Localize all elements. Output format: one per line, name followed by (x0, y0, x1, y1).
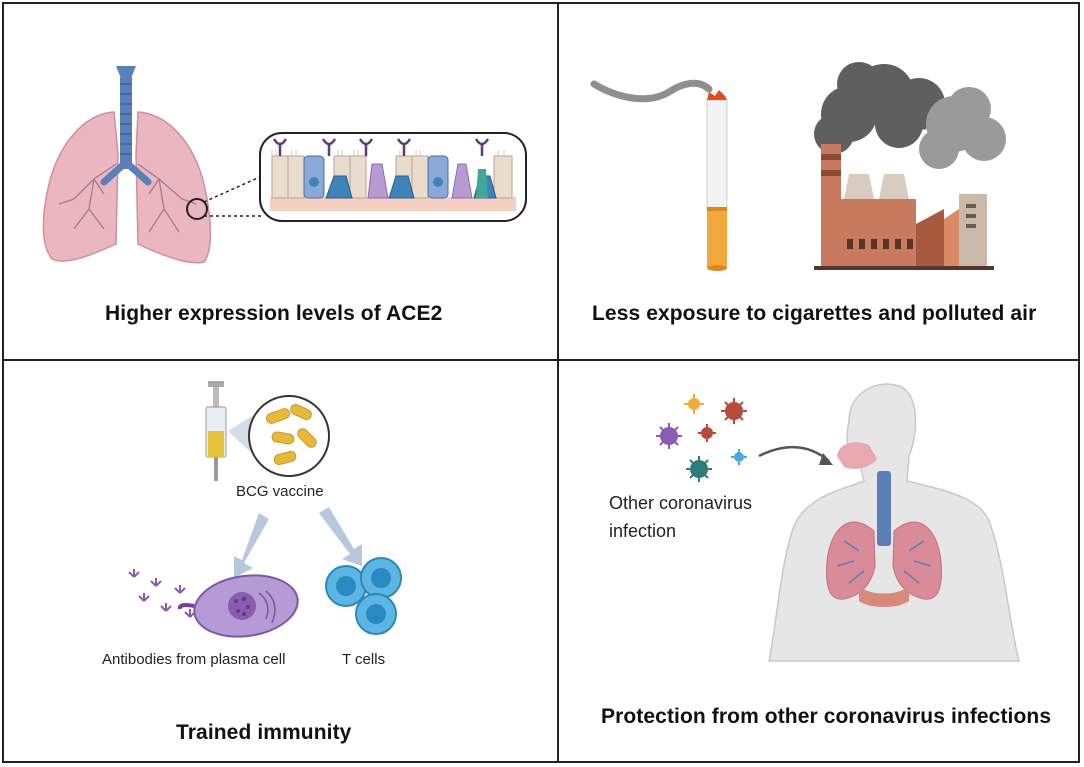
caption-protection: Protection from other coronavirus infect… (601, 705, 1052, 728)
inhalation-arrow (758, 445, 830, 462)
lungs-icon (42, 66, 212, 264)
t-cell-icon (325, 557, 402, 635)
antibody-icon (128, 569, 196, 618)
virus-icon (656, 394, 747, 482)
zoom-lines (203, 175, 263, 217)
label-infection-line2: infection (609, 521, 677, 541)
factory-icon (814, 62, 1006, 270)
caption-exposure: Less exposure to cigarettes and polluted… (592, 302, 1037, 325)
panel-immunity: BCG vaccine Antibodies from plasma cell … (4, 361, 557, 761)
syringe-icon (205, 381, 227, 481)
airway-epithelium-icon (259, 132, 527, 222)
label-infection-line1: Other coronavirus (609, 493, 753, 513)
panel-ace2: Higher expression levels of ACE2 (4, 4, 557, 359)
label-antibodies: Antibodies from plasma cell (102, 651, 286, 668)
human-respiratory-icon (768, 383, 1020, 662)
horizontal-divider (4, 359, 1078, 361)
plasma-cell-icon (177, 574, 299, 638)
caption-immunity: Trained immunity (176, 721, 352, 744)
panel-exposure: Less exposure to cigarettes and polluted… (559, 4, 1078, 359)
ace2-illustration (42, 66, 527, 264)
vertical-divider (557, 4, 559, 761)
bacteria-icon (248, 395, 330, 477)
caption-ace2: Higher expression levels of ACE2 (105, 302, 443, 325)
protection-illustration (656, 383, 1020, 662)
cigarette-icon (590, 79, 728, 271)
label-t-cells: T cells (342, 651, 386, 668)
panel-protection: Other coronavirus infection Protection f… (559, 361, 1078, 761)
arrows-light (234, 507, 362, 578)
exposure-illustration (590, 62, 1006, 271)
immunity-illustration (128, 381, 402, 638)
label-bcg-vaccine: BCG vaccine (236, 483, 324, 500)
